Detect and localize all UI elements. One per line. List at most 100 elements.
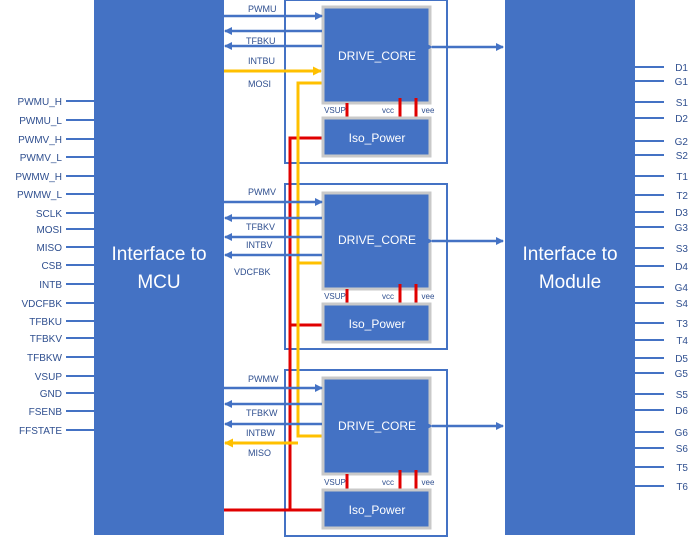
iso-power-block [321,302,432,344]
drive-core-label: DRIVE_CORE [338,419,416,433]
drive-core-label: DRIVE_CORE [338,233,416,247]
mcu-interface-block [94,0,224,535]
drive-core-block [321,5,432,105]
module-pin-label: D6 [675,406,688,417]
signal-label: TFBKW [246,408,278,418]
vcc-label: vcc [382,106,394,115]
module-pin: G6 [635,428,688,439]
signal-label: MISO [248,448,271,458]
mcu-pin-label: PWMW_H [15,172,62,183]
channel-u-frame [284,0,448,164]
vsup-label: VSUP [324,478,346,487]
module-pin-label: T2 [676,191,688,202]
signal-label: TFBKU [246,36,276,46]
mcu-pin-label: PWMW_L [17,190,62,201]
module-pin-label: T6 [676,482,688,493]
mcu-pin: TFBKU [29,317,94,328]
module-interface-label-line1: Interface to [522,244,617,265]
signal-label: MOSI [248,79,271,89]
signal-label: TFBKV [246,222,275,232]
mcu-pin-label: MOSI [36,225,62,236]
module-pin: D1 [635,63,688,74]
vsup-power-rail [224,136,322,512]
mcu-pin: PWMV_H [18,135,94,146]
module-pin-label: T1 [676,172,688,183]
mcu-pin: SCLK [36,209,94,220]
mcu-pin: MISO [36,243,94,254]
mcu-interface-label-line1: Interface to [111,244,206,265]
module-pin-label: T5 [676,463,688,474]
mcu-pin: GND [40,389,94,400]
mcu-pin: FFSTATE [19,426,94,437]
module-pin-label: D5 [675,354,688,365]
vee-label: vee [422,292,435,301]
signal-label: PWMW [248,374,279,384]
module-pin-label: G1 [675,77,689,88]
module-pin-label: D3 [675,208,688,219]
channel-v-frame [284,183,448,350]
drive-core-block [321,191,432,291]
mcu-pin-label: PWMV_L [20,153,63,164]
module-pin: T4 [635,336,688,347]
vsup-label: VSUP [324,106,346,115]
mcu-pin-label: INTB [39,280,62,291]
vcc-label: vcc [382,292,394,301]
mcu-pin-label: VDCFBK [21,299,62,310]
module-pin-label: T4 [676,336,688,347]
module-pin-label: D2 [675,114,688,125]
module-pin-label: D4 [675,262,688,273]
module-pin: G2 [635,137,688,148]
signal-label: VDCFBK [234,267,271,277]
module-pin: T2 [635,191,688,202]
signal-label: PWMV [248,187,276,197]
mcu-pin: PWMU_H [18,97,94,108]
signal-label: INTBU [248,56,275,66]
module-pin-label: G6 [675,428,689,439]
signal-label: PWMU [248,4,277,14]
mcu-pin-label: TFBKW [27,353,63,364]
module-pin: S6 [635,444,688,455]
mcu-pin-label: MISO [36,243,62,254]
module-pin-label: G5 [675,369,689,380]
iso-power-block [321,116,432,158]
module-pin-label: S6 [676,444,689,455]
mcu-pin-label: PWMU_H [18,97,62,108]
module-interface-block [505,0,635,535]
mcu-pin: VSUP [35,372,94,383]
module-pin: S1 [635,98,688,109]
supply-pins [345,284,418,304]
channel-w: DRIVE_CORE VSUP vcc vee Iso_Power PWMW T… [224,374,504,530]
iso-power-block [321,488,432,530]
mcu-pin-label: PWMU_L [19,116,62,127]
module-pin: S3 [635,244,688,255]
drive-core-label: DRIVE_CORE [338,49,416,63]
control-signals [224,12,323,50]
mcu-pin: CSB [41,261,94,272]
module-pin: S2 [635,151,688,162]
mcu-pin-label: TFBKV [30,334,63,345]
module-pin-label: S1 [676,98,689,109]
module-pin: T1 [635,172,688,183]
module-pin: D6 [635,406,688,417]
module-pin-label: G4 [675,283,689,294]
iso-power-label: Iso_Power [349,131,406,145]
vcc-label: vcc [382,478,394,487]
module-pin-label: T3 [676,319,688,330]
channel-u: DRIVE_CORE VSUP vcc vee Iso_Power PWMU T… [224,4,504,158]
module-pin: D2 [635,114,688,125]
module-pin: G4 [635,283,688,294]
module-pin: D5 [635,354,688,365]
module-pin: T3 [635,319,688,330]
module-pin: D3 [635,208,688,219]
mcu-pin-label: FSENB [29,407,63,418]
mcu-pin-label: GND [40,389,62,400]
control-signals [224,198,323,259]
signal-label: INTBW [246,428,276,438]
module-pin: S5 [635,390,688,401]
control-signals [224,384,323,428]
mcu-pin: PWMU_L [19,116,94,127]
mcu-pin-label: PWMV_H [18,135,62,146]
module-pin: T5 [635,463,688,474]
mcu-pin: INTB [39,280,94,291]
